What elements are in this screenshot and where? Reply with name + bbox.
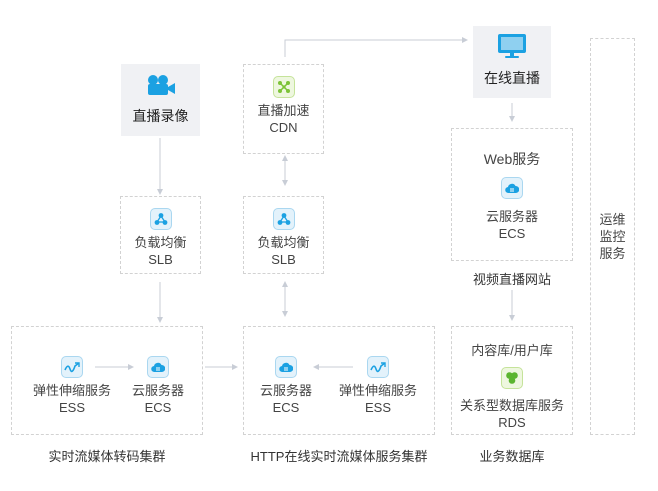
cdn-label-1: 直播加速	[257, 103, 310, 118]
content-db-label: 内容库/用户库	[471, 343, 553, 358]
web-service-node: Web服务 云服务器 ECS	[451, 128, 573, 261]
cloud-server-icon	[501, 177, 523, 199]
ecs-1-label-2: ECS	[144, 400, 172, 415]
online-live-node: 在线直播	[473, 26, 551, 98]
slb-node-2: 负载均衡 SLB	[243, 196, 324, 274]
transcode-cluster: 弹性伸缩服务 ESS 云服务器 ECS	[11, 326, 203, 435]
database-node: 内容库/用户库 关系型数据库服务 RDS	[451, 326, 573, 435]
slb-1-label-2: SLB	[148, 252, 173, 267]
cloud-server-icon	[147, 356, 169, 378]
rds-label-2: RDS	[498, 415, 526, 430]
cdn-node: 直播加速 CDN	[243, 64, 324, 154]
ess-2-label-2: ESS	[364, 400, 391, 415]
ess-1-label-2: ESS	[58, 400, 85, 415]
live-recording-label: 直播录像	[132, 108, 189, 124]
web-service-label: Web服务	[483, 151, 541, 167]
ess-1-label-1: 弹性伸缩服务	[32, 383, 111, 398]
cdn-label-2: CDN	[269, 120, 298, 135]
ops-label-1: 运维	[599, 212, 626, 227]
slb-1-label-1: 负载均衡	[134, 235, 187, 250]
ecs-2-label-1: 云服务器	[259, 383, 312, 398]
ops-label-3: 服务	[599, 246, 626, 261]
load-balancer-icon	[273, 208, 295, 230]
load-balancer-icon	[150, 208, 172, 230]
live-recording-node: 直播录像	[121, 64, 200, 136]
arrow-cdn-to-live	[284, 37, 468, 57]
ecs-1-label-1: 云服务器	[131, 383, 184, 398]
elastic-scaling-icon	[61, 356, 83, 378]
rds-label-1: 关系型数据库服务	[459, 398, 564, 413]
database-icon	[501, 367, 523, 389]
slb-node-1: 负载均衡 SLB	[120, 196, 201, 274]
ops-label-2: 监控	[599, 229, 626, 244]
transcode-cluster-caption: 实时流媒体转码集群	[48, 449, 166, 464]
db-caption: 业务数据库	[479, 449, 545, 464]
http-cluster-caption: HTTP在线实时流媒体服务集群	[250, 449, 428, 464]
video-camera-icon	[146, 74, 176, 101]
website-caption: 视频直播网站	[472, 272, 551, 287]
http-cluster: 云服务器 ECS 弹性伸缩服务 ESS	[243, 326, 435, 435]
web-ecs-label-1: 云服务器	[485, 209, 538, 224]
ess-2-label-1: 弹性伸缩服务	[338, 383, 417, 398]
network-nodes-icon	[273, 76, 295, 98]
monitor-icon	[497, 33, 527, 64]
web-ecs-label-2: ECS	[498, 226, 526, 241]
cloud-server-icon	[275, 356, 297, 378]
ecs-2-label-2: ECS	[272, 400, 300, 415]
online-live-label: 在线直播	[484, 70, 540, 86]
elastic-scaling-icon	[367, 356, 389, 378]
slb-2-label-1: 负载均衡	[257, 235, 310, 250]
ops-monitoring-node: 运维 监控 服务	[590, 38, 635, 435]
slb-2-label-2: SLB	[271, 252, 296, 267]
